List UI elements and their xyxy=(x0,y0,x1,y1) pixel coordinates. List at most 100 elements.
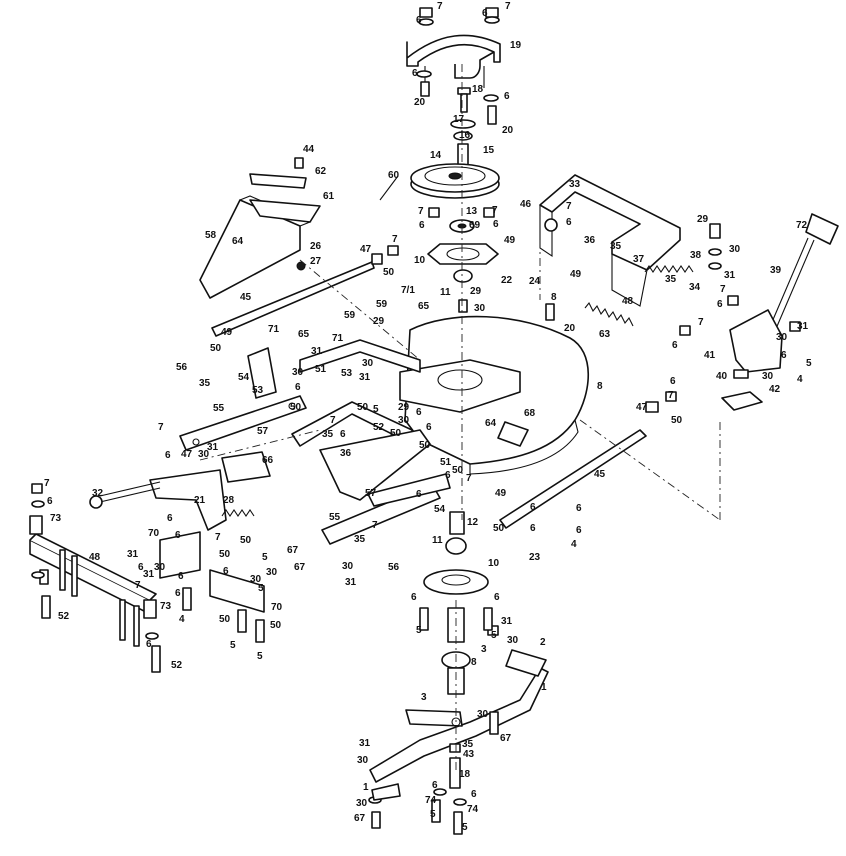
frame-33 xyxy=(539,174,681,307)
callout-label: 52 xyxy=(58,611,70,622)
callout-label: 7 xyxy=(566,201,572,212)
callout-label: 35 xyxy=(610,241,622,252)
callout-label: 64 xyxy=(485,418,497,429)
callout-label: 6 xyxy=(445,470,451,481)
center-spindle-lower xyxy=(423,511,489,695)
callout-label: 8 xyxy=(471,657,477,668)
callout-label: 6 xyxy=(566,217,572,228)
callout-label: 31 xyxy=(359,372,371,383)
callout-label: 50 xyxy=(452,465,464,476)
callout-label: 5 xyxy=(257,651,263,662)
blade-1 xyxy=(369,649,549,783)
callout-label: 49 xyxy=(504,235,516,246)
callout-label: 50 xyxy=(419,440,431,451)
callout-label: 6 xyxy=(146,639,152,650)
callout-label: 7/1 xyxy=(401,285,415,296)
callout-label: 50 xyxy=(671,415,683,426)
callout-label: 48 xyxy=(622,296,634,307)
callout-label: 31 xyxy=(359,738,371,749)
callout-label: 7 xyxy=(330,415,336,426)
callout-label: 31 xyxy=(797,321,809,332)
right-hardware xyxy=(545,223,801,379)
callout-label: 3 xyxy=(481,644,487,655)
bracket-19 xyxy=(406,34,501,88)
callout-label: 31 xyxy=(311,346,323,357)
callout-label: 1 xyxy=(363,782,369,793)
callout-label: 11 xyxy=(440,287,451,298)
callout-label: 55 xyxy=(329,512,341,523)
callout-label: 6 xyxy=(340,429,346,440)
callout-label: 7 xyxy=(215,532,221,543)
callout-label: 49 xyxy=(221,327,233,338)
callout-label: 6 xyxy=(167,513,173,524)
callout-label: 6 xyxy=(432,780,438,791)
callout-label: 6 xyxy=(471,789,477,800)
bellcrank-21 xyxy=(89,451,271,531)
bracket-70 xyxy=(159,531,265,613)
callout-label: 4 xyxy=(797,374,803,385)
callout-label: 67 xyxy=(500,733,512,744)
callout-label: 35 xyxy=(665,274,677,285)
callout-label: 18 xyxy=(472,84,484,95)
callout-label: 30 xyxy=(507,635,519,646)
callout-label: 71 xyxy=(332,333,344,344)
links-left xyxy=(179,347,451,545)
callout-label: 31 xyxy=(207,442,219,453)
callout-label: 7 xyxy=(492,205,498,216)
callout-label: 10 xyxy=(488,558,500,569)
callout-label: 69 xyxy=(469,220,481,231)
callout-label: 30 xyxy=(477,709,489,720)
callout-label: 54 xyxy=(238,372,250,383)
callout-label: 68 xyxy=(524,408,536,419)
callout-label: 1 xyxy=(541,682,547,693)
callout-label: 50 xyxy=(383,267,395,278)
callout-label: 37 xyxy=(633,254,645,265)
callout-label: 26 xyxy=(310,241,322,252)
callout-label: 6 xyxy=(426,422,432,433)
callout-label: 10 xyxy=(414,255,426,266)
spring-63 xyxy=(584,301,634,327)
callout-label: 32 xyxy=(92,488,104,499)
callout-label: 49 xyxy=(570,269,582,280)
callout-label: 27 xyxy=(310,256,322,267)
callout-label: 42 xyxy=(769,384,781,395)
callout-label: 50 xyxy=(240,535,252,546)
callout-label: 52 xyxy=(373,422,385,433)
callout-label: 6 xyxy=(576,503,582,514)
callout-label: 6 xyxy=(223,566,229,577)
callout-label: 51 xyxy=(315,364,327,375)
callout-label: 18 xyxy=(459,769,471,780)
callout-label: 74 xyxy=(467,804,479,815)
callout-label: 60 xyxy=(388,170,400,181)
callout-label: 5 xyxy=(430,809,436,820)
callout-label: 50 xyxy=(357,402,369,413)
callout-label: 20 xyxy=(502,125,514,136)
callout-label: 31 xyxy=(345,577,357,588)
callout-label: 7 xyxy=(437,1,443,12)
callout-label: 12 xyxy=(467,517,479,528)
callout-label: 6 xyxy=(504,91,510,102)
callout-label: 51 xyxy=(440,457,452,468)
callout-label: 16 xyxy=(459,130,471,141)
callout-label: 53 xyxy=(341,368,353,379)
callout-label: 22 xyxy=(501,275,513,286)
callout-label: 59 xyxy=(376,299,388,310)
callout-label: 3 xyxy=(421,692,427,703)
callout-label: 43 xyxy=(463,749,475,760)
callout-label: 35 xyxy=(199,378,211,389)
callout-label: 30 xyxy=(154,562,166,573)
callout-label: 62 xyxy=(315,166,327,177)
callout-label: 54 xyxy=(434,504,446,515)
callout-label: 50 xyxy=(390,428,402,439)
callout-label: 7 xyxy=(668,390,674,401)
callout-label: 35 xyxy=(322,429,334,440)
callout-label: 29 xyxy=(470,286,482,297)
callout-label: 57 xyxy=(365,488,377,499)
callout-label: 5 xyxy=(806,358,812,369)
callout-label: 74 xyxy=(425,795,437,806)
callout-label: 24 xyxy=(529,276,541,287)
callout-label: 56 xyxy=(388,562,400,573)
callout-label: 13 xyxy=(466,206,478,217)
callout-label: 70 xyxy=(148,528,160,539)
